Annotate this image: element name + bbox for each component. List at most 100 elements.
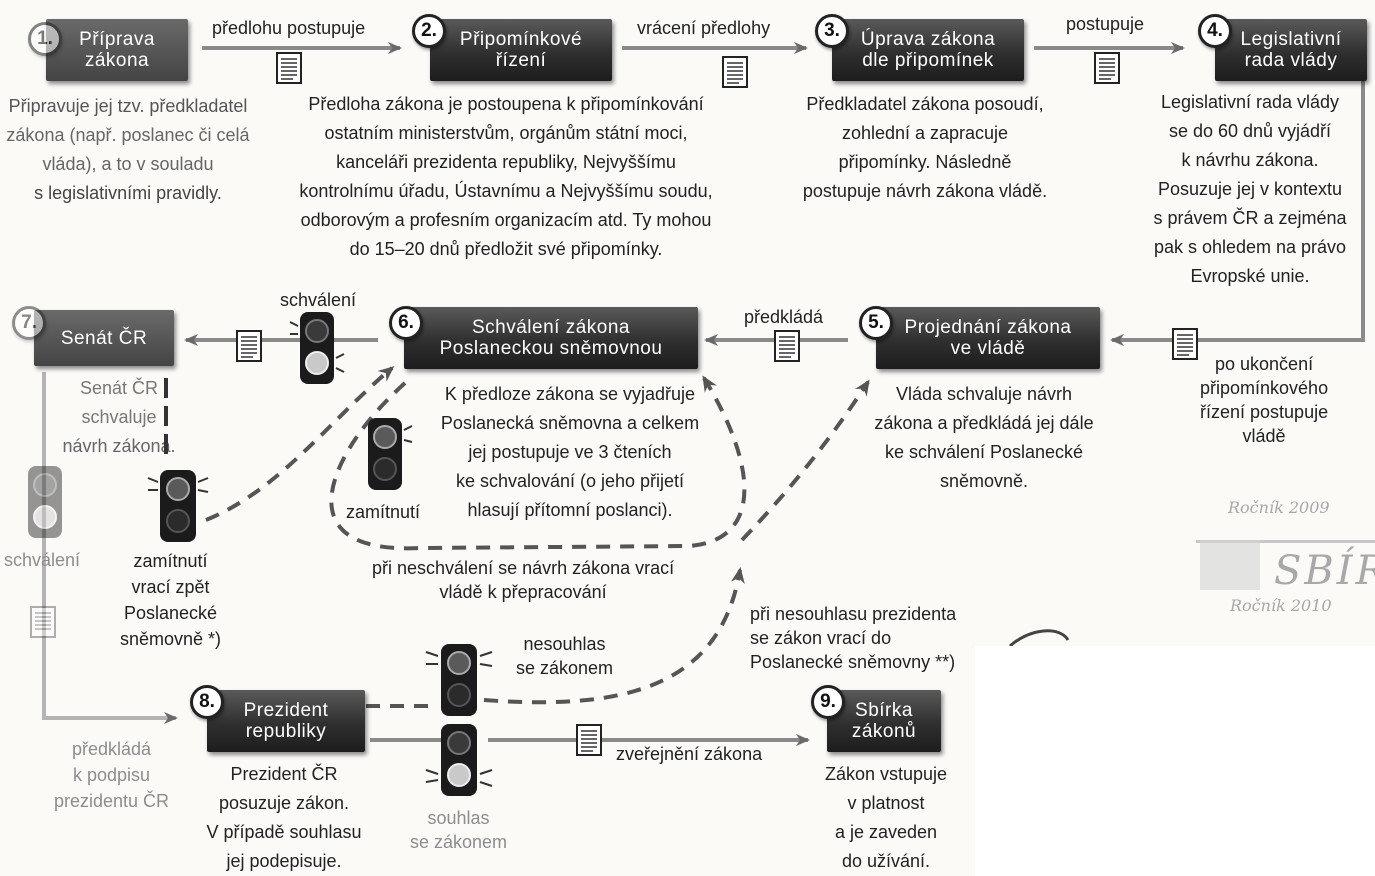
label-predklada-prezidentu: předkládá k podpisu prezidentu ČR <box>54 736 169 814</box>
step-9-desc-line: Zákon vstupuje <box>824 764 948 784</box>
step-9-badge: 9. <box>811 685 845 719</box>
label-line: k podpisu <box>73 765 151 785</box>
step-5-title-line1: Projednání zákona <box>904 317 1072 338</box>
step-4-badge: 4. <box>1198 14 1232 48</box>
label-vraceni-predlohy: vrácení předlohy <box>637 18 771 38</box>
step-9-box: Sbírka zákonů <box>827 690 941 752</box>
step-8-title-line1: Prezident <box>243 700 329 721</box>
step-6-title-line1: Schválení zákona <box>472 317 630 338</box>
step-3-title-line2: dle připomínek <box>862 50 994 71</box>
label-line: souhlas <box>427 808 490 828</box>
step-6-description: K předloze zákona se vyjadřuje Poslaneck… <box>428 380 712 525</box>
label-line: Poslanecké sněmovny **) <box>750 652 956 672</box>
step-2-description: Předloha zákona je postoupena k připomín… <box>290 90 722 264</box>
stamp-rule <box>1196 540 1375 543</box>
bar-marker <box>164 406 168 426</box>
reject-return-dashed-arrow <box>329 375 747 551</box>
label-line: předkládá <box>72 739 152 759</box>
step-6-desc-line: K předloze zákona se vyjadřuje <box>444 384 696 404</box>
step-4-desc-line: se do 60 dnů vyjádří <box>1168 121 1332 141</box>
traffic-light-green-icon <box>28 466 62 538</box>
step-3-desc-line: zohlední a zapracuje <box>841 123 1009 143</box>
step-7-desc-line: návrh zákona. <box>62 436 176 456</box>
step-7-desc-line: schvaluje <box>81 407 157 427</box>
step-6-desc-line: jej postupuje ve 3 čteních <box>468 442 672 462</box>
step-3-badge: 3. <box>815 14 849 48</box>
step-5-description: Vláda schvaluje návrh zákona a předkládá… <box>864 380 1104 496</box>
step-8-title-line2: republiky <box>245 721 327 742</box>
step-7-badge: 7. <box>12 306 46 340</box>
step-3-desc-line: Předkladatel zákona posoudí, <box>806 94 1044 114</box>
label-predlohu-postupuje: předlohu postupuje <box>212 18 366 38</box>
label-line: nesouhlas <box>523 634 606 654</box>
label-line: prezidentu ČR <box>54 791 170 811</box>
step-5-desc-line: sněmovně. <box>939 471 1029 491</box>
traffic-light-red-icon <box>368 418 413 490</box>
traffic-light-red-icon <box>147 470 209 542</box>
background-patch <box>975 646 1375 876</box>
step-3-desc-line: připomínky. Následně <box>838 152 1012 172</box>
step-7-desc-line: Senát ČR <box>79 378 159 398</box>
step-1-desc-line: s legislativními pravidly. <box>34 183 222 203</box>
traffic-light-green-icon <box>289 312 345 384</box>
label-souhlas: souhlas se zákonem <box>410 806 507 854</box>
step-9-title-line1: Sbírka <box>855 700 913 721</box>
step-9-desc-line: a je zaveden <box>834 822 938 842</box>
step-4-desc-line: Posuzuje jej v kontextu <box>1157 179 1343 199</box>
step-6-desc-line: hlasují přítomní poslanci). <box>467 500 673 520</box>
step-6-desc-line: Poslanecká sněmovna a celkem <box>440 413 700 433</box>
step-8-description: Prezident ČR posuzuje zákon. V případě s… <box>196 760 372 876</box>
document-icon <box>576 724 602 756</box>
label-line: při neschválení se návrh zákona vrací <box>372 558 675 578</box>
step-1-desc-line: Připravuje jej tzv. předkladatel <box>8 96 248 116</box>
label-president-return: při nesouhlasu prezidenta se zákon vrací… <box>750 602 956 674</box>
step-5-box: Projednání zákona ve vládě <box>876 307 1100 369</box>
label-line: Poslanecké <box>124 603 218 623</box>
step-4-desc-line: Evropské unie. <box>1190 266 1310 286</box>
step-1-desc-line: vláda), a to v souladu <box>42 154 214 174</box>
label-reject-return: při neschválení se návrh zákona vrací vl… <box>372 556 674 604</box>
step-6-desc-line: ke schvalování (o jeho přijetí <box>455 471 685 491</box>
label-po-ukonceni: po ukončení připomínkového řízení postup… <box>1200 352 1328 448</box>
document-icon <box>30 606 56 638</box>
step-9-title-line2: zákonů <box>851 721 917 742</box>
document-icon <box>1172 328 1198 360</box>
step-6-box: Schválení zákona Poslaneckou sněmovnou <box>404 307 698 369</box>
step-8-desc-line: jej podepisuje. <box>226 851 342 871</box>
traffic-light-green-icon <box>425 724 493 796</box>
step-8-box: Prezident republiky <box>207 690 365 752</box>
label-line: vládě k přepracování <box>439 582 607 602</box>
govt-return-dashed-arrow <box>740 379 870 542</box>
label-nesouhlas: nesouhlas se zákonem <box>516 632 613 680</box>
label-line: řízení postupuje <box>1200 402 1329 422</box>
step-2-badge: 2. <box>412 14 446 48</box>
step-3-desc-line: postupuje návrh zákona vládě. <box>802 181 1048 201</box>
bar-marker <box>164 378 168 398</box>
step-4-desc-line: pak s ohledem na právo <box>1153 237 1347 257</box>
document-icon <box>276 52 302 84</box>
step-2-desc-line: kanceláři prezidenta republiky, Nejvyšší… <box>336 152 676 172</box>
label-line: se zákon vrací do <box>750 628 892 648</box>
label-senate-schvaleni: schválení <box>4 550 81 570</box>
step-1-badge: 1. <box>28 22 62 56</box>
step-2-desc-line: Předloha zákona je postoupena k připomín… <box>308 94 704 114</box>
stamp-swoosh <box>1008 629 1070 648</box>
label-line: se zákonem <box>410 832 508 852</box>
president-return-dashed-arrow <box>366 570 740 708</box>
label-postupuje: postupuje <box>1066 14 1145 34</box>
step-8-badge: 8. <box>190 685 224 719</box>
arrow-7-8 <box>42 372 178 724</box>
step-5-desc-line: ke schválení Poslanecké <box>884 442 1084 462</box>
label-line: zamítnutí <box>133 551 208 571</box>
step-1-box: Příprava zákona <box>46 19 188 81</box>
step-1-desc-line: zákona (např. poslanec či celá <box>6 125 250 145</box>
label-zverejneni: zveřejnění zákona <box>616 744 763 764</box>
label-line: po ukončení <box>1215 354 1314 374</box>
step-2-desc-line: odborovým a profesním organizacím atd. T… <box>300 210 712 230</box>
step-7-box: Senát ČR <box>34 310 174 366</box>
label-line: při nesouhlasu prezidenta <box>750 604 957 624</box>
step-3-box: Úprava zákona dle připomínek <box>832 19 1024 81</box>
document-icon <box>236 330 262 362</box>
